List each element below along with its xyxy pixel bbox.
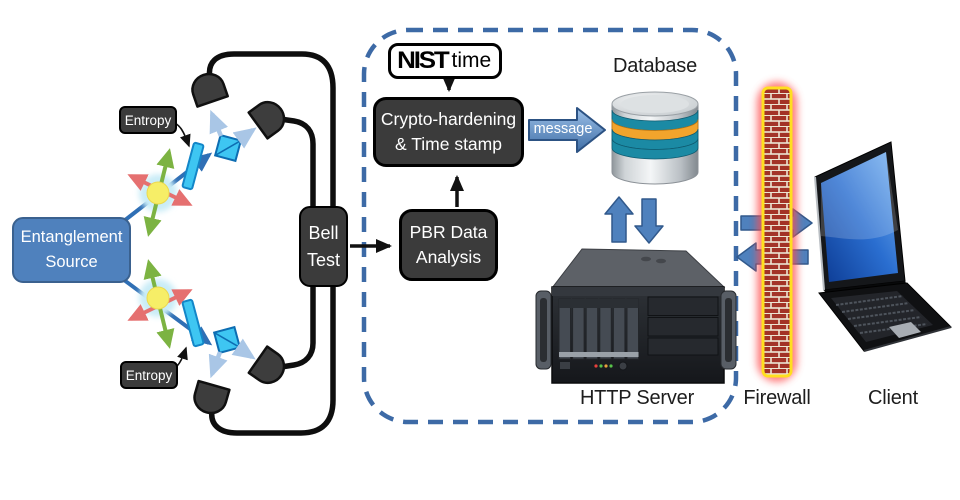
entropy-label-text: Entropy xyxy=(125,367,173,383)
drive-bays xyxy=(558,298,639,360)
trackpad xyxy=(889,322,921,338)
flow-arrows xyxy=(350,76,464,253)
split-beam xyxy=(231,338,256,360)
detector-icon xyxy=(247,100,286,140)
nist-time-text: time xyxy=(451,49,492,72)
entropy-label-top: Entropy xyxy=(119,106,177,134)
pbr-line1: PBR Data xyxy=(409,221,488,242)
nist-logo: NIST xyxy=(396,47,450,74)
firewall-label: Firewall xyxy=(743,387,811,409)
upper-optical-arm xyxy=(118,72,286,237)
photon-source-icon xyxy=(146,181,170,205)
database-label: Database xyxy=(612,55,697,77)
bell-test-line1: Bell xyxy=(308,223,339,244)
crypto-line2: & Time stamp xyxy=(395,134,502,154)
crypto-hardening-box: Crypto-hardening & Time stamp xyxy=(373,97,524,167)
detector-icon xyxy=(193,379,231,415)
entropy-label-text: Entropy xyxy=(124,112,172,128)
lower-optical-arm xyxy=(118,259,286,415)
bell-test-line2: Test xyxy=(306,249,340,270)
crypto-line1: Crypto-hardening xyxy=(380,108,517,129)
entanglement-source-box: Entanglement Source xyxy=(12,217,131,283)
db-server-arrows xyxy=(604,196,664,244)
beamsplitter-icon xyxy=(213,133,243,163)
laptop-icon xyxy=(814,141,952,352)
trusted-zone-dashed-border xyxy=(361,27,739,425)
entropy-label-bottom: Entropy xyxy=(120,361,178,389)
photon-source-icon xyxy=(146,286,170,310)
entanglement-source-line1: Entanglement xyxy=(20,228,123,247)
fiber-cable xyxy=(278,280,316,370)
entanglement-source-line2: Source xyxy=(45,253,98,271)
split-beam xyxy=(208,351,228,379)
waveplate-icon xyxy=(181,141,205,191)
server-icon xyxy=(535,248,737,384)
pbr-data-analysis-box: PBR Data Analysis xyxy=(399,209,498,281)
waveplate-icon xyxy=(181,298,205,348)
split-beam xyxy=(209,109,228,137)
detector-icon xyxy=(247,345,286,385)
http-server-label: HTTP Server xyxy=(579,387,695,409)
fiber-cables xyxy=(206,51,336,436)
bell-test-box: Bell Test xyxy=(299,206,348,287)
fiber-cable xyxy=(206,51,336,213)
upload-arrow-icon xyxy=(604,196,634,243)
pbr-line2: Analysis xyxy=(415,247,482,267)
message-arrow-icon xyxy=(528,107,606,153)
fiber-cable xyxy=(277,116,316,213)
detector-icon xyxy=(191,72,229,108)
database-icon xyxy=(611,91,699,185)
firewall-icon xyxy=(757,82,797,382)
nist-time-box: NIST time xyxy=(388,43,502,79)
split-beam xyxy=(232,127,257,149)
download-arrow-icon xyxy=(634,198,664,244)
message-arrow-label: message xyxy=(533,121,593,137)
beamsplitter-icon xyxy=(212,325,242,355)
blank-panels xyxy=(647,296,719,356)
fiber-cable xyxy=(209,280,336,436)
client-label: Client xyxy=(868,387,918,409)
